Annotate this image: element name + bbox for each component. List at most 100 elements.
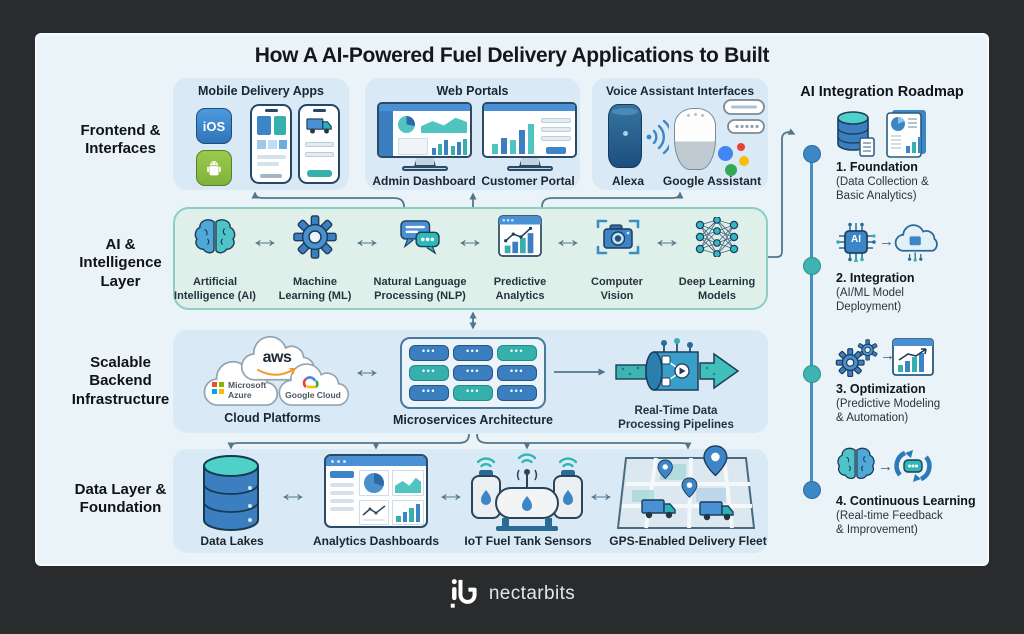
chat-bubbles-icon [723, 99, 765, 134]
roadmap-step-name: 2. Integration [836, 271, 915, 285]
phone-notch [265, 109, 278, 112]
gear-icon [293, 215, 337, 259]
gps-fleet-map-icon [616, 445, 756, 529]
google-home-icon [674, 108, 716, 170]
phone-notch [313, 109, 326, 112]
sound-waves-icon [646, 119, 669, 155]
bidirectional-arrow-icon: ↔ [350, 226, 384, 253]
aws-smile [257, 368, 297, 376]
brain-icon [837, 447, 875, 479]
microservice-node: ••• [453, 345, 493, 361]
microservice-node: ••• [409, 385, 449, 401]
microservice-node: ••• [453, 365, 493, 381]
microservices-label: Microservices Architecture [392, 413, 554, 427]
microservice-node: ••• [453, 385, 493, 401]
roadmap-node-1 [803, 145, 821, 163]
cta-button [307, 170, 332, 177]
speaker-top [612, 108, 638, 115]
google-cloud-logo [302, 376, 319, 389]
analytics-dashboard-icon [324, 454, 428, 528]
ai-item-label: Machine Learning (ML) [278, 276, 352, 302]
bars-tile [392, 500, 424, 525]
roadmap-node-4 [803, 481, 821, 499]
area-chart [421, 117, 467, 133]
truck-icon [306, 118, 332, 134]
bar-chart [492, 120, 534, 154]
web-portals-title: Web Portals [436, 84, 509, 98]
customer-portal-monitor [482, 102, 577, 158]
chat-nlp-icon [400, 220, 440, 255]
bidirectional-arrow-icon: ↔ [551, 226, 585, 253]
pipeline-icon [615, 338, 740, 391]
database-icon [837, 111, 875, 157]
continuous-cycle-icon [894, 450, 932, 482]
bar-tile [432, 138, 448, 155]
bidirectional-arrow-icon: ↔ [276, 480, 310, 507]
brand-name: nectarbits [488, 583, 576, 604]
window-header [326, 456, 426, 466]
ai-chip-icon [836, 222, 876, 262]
pie-tile [359, 470, 389, 496]
dash-sidebar [330, 471, 354, 525]
ai-item-label: Artificial Intelligence (AI) [174, 276, 256, 302]
list-row [305, 152, 334, 157]
form-field [541, 127, 571, 132]
layer-label-frontend: Frontend & Interfaces [80, 122, 161, 158]
iot-sensors-label: IoT Fuel Tank Sensors [464, 534, 592, 548]
monitor-base [402, 166, 448, 171]
app-tile [279, 140, 287, 149]
mobile-apps-title: Mobile Delivery Apps [198, 84, 324, 98]
form-field [541, 136, 571, 141]
android-icon [196, 150, 232, 186]
roadmap-step-desc: (Predictive Modeling & Automation) [836, 398, 941, 425]
arrow-right-icon: → [878, 458, 893, 475]
microservice-node: ••• [497, 385, 537, 401]
page-title: How A AI-Powered Fuel Delivery Applicati… [254, 44, 770, 67]
bidirectional-arrow-icon: ↔ [248, 226, 282, 253]
sidebar [379, 111, 393, 156]
gcp-label: Google Cloud [285, 390, 341, 400]
area-tile [392, 470, 424, 496]
roadmap-step-desc: (Data Collection & Basic Analytics) [836, 176, 929, 203]
text-line [257, 155, 286, 159]
predictive-chart-icon [498, 215, 542, 257]
cloud-platforms-label: Cloud Platforms [224, 411, 321, 425]
iot-fuel-tanks-icon [471, 453, 583, 531]
bar-tile [451, 138, 467, 155]
roadmap-step-name: 3. Optimization [836, 382, 926, 396]
microservice-node: ••• [409, 345, 449, 361]
layer-label-ai: AI & Intelligence Layer [79, 236, 162, 290]
camera-vision-icon [596, 219, 640, 255]
app-tile [257, 116, 271, 135]
azure-label: Microsoft Azure [228, 380, 267, 401]
data-lake-cylinder-icon [203, 455, 259, 531]
gears-icon [835, 339, 878, 378]
arrow-right-icon: → [879, 233, 894, 250]
brand-footer: nectarbits [0, 577, 1024, 611]
admin-dashboard-monitor [377, 102, 472, 158]
window-header [379, 104, 470, 111]
bidirectional-arrow-icon: ↔ [650, 226, 684, 253]
gps-fleet-label: GPS-Enabled Delivery Fleet [609, 534, 767, 548]
gcp-cloud-icon [278, 363, 350, 406]
growth-chart-icon [892, 338, 934, 376]
roadmap-title: AI Integration Roadmap [800, 84, 964, 100]
app-tile [268, 140, 277, 149]
layer-label-backend: Scalable Backend Infrastructure [71, 354, 170, 408]
neural-network-icon [695, 217, 739, 257]
app-tile [257, 140, 266, 149]
bidirectional-arrow-icon: ↔ [434, 480, 468, 507]
text-line [257, 162, 279, 166]
microsoft-logo [212, 382, 224, 394]
alexa-label: Alexa [611, 174, 645, 188]
data-lakes-label: Data Lakes [200, 534, 264, 548]
roadmap-step-name: 1. Foundation [836, 160, 918, 174]
stat-tile [398, 138, 428, 155]
aws-logo-text: aws [262, 349, 292, 366]
speaker-light [623, 131, 628, 136]
analytics-report-icon [886, 110, 926, 158]
ios-label: iOS [202, 118, 226, 134]
form-field [541, 118, 571, 123]
app-tile [274, 116, 286, 135]
